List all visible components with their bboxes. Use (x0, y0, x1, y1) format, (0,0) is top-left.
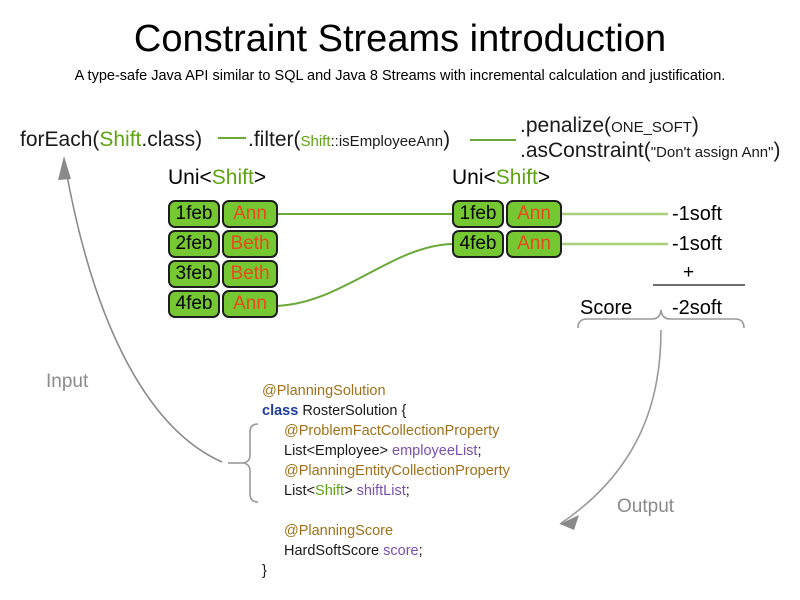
code-token: employeeList (392, 443, 478, 459)
shift-date-cell: 2feb (168, 230, 220, 258)
code-line: HardSoftScore score; (262, 541, 510, 561)
penalty-value-2: -1soft (672, 233, 723, 255)
shift-date-cell: 4feb (168, 290, 220, 318)
penalize-name: .penalize( (520, 114, 612, 137)
filter-tail: ) (443, 128, 451, 151)
code-token: class (262, 403, 303, 419)
code-token: > (344, 483, 357, 499)
code-fields-brace (242, 423, 259, 503)
score-brace (577, 309, 745, 329)
uni-right-suffix: > (537, 166, 551, 189)
code-token: ; (418, 543, 423, 559)
pipeline-stage-filter[interactable]: .filter(Shift::isEmployeeAnn) (248, 128, 450, 152)
uni-left-type: Shift (211, 166, 254, 189)
input-arrow (65, 169, 223, 463)
filter-name: .filter( (248, 128, 301, 151)
code-token: @ProblemFactCollectionProperty (284, 423, 500, 439)
page-subtitle: A type-safe Java API similar to SQL and … (74, 68, 726, 84)
input-arrowhead (58, 156, 71, 180)
penalty-value-1: -1soft (672, 203, 723, 225)
code-line: List<Shift> shiftList; (262, 481, 510, 501)
filter-arg-rest: ::isEmployeeAnn (330, 133, 444, 150)
filter-arg-type: Shift (300, 133, 331, 150)
shift-date-cell: 3feb (168, 260, 220, 288)
code-token (262, 503, 266, 519)
uni-caption-left: Uni<Shift> (168, 166, 266, 190)
code-token: ; (405, 483, 410, 499)
code-token: @PlanningEntityCollectionProperty (284, 463, 510, 479)
shift-date-cell: 1feb (452, 200, 504, 228)
uni-left-prefix: Uni< (168, 166, 212, 189)
score-operator: + (683, 262, 695, 283)
code-token: shiftList (356, 483, 406, 499)
java-code-block: @PlanningSolution class RosterSolution { @… (262, 381, 510, 581)
score-label: Score (580, 297, 633, 319)
score-total: -2soft (672, 297, 723, 319)
page-title: Constraint Streams introduction (133, 18, 667, 60)
shift-employee-cell: Beth (222, 260, 278, 288)
code-token: HardSoftScore (284, 543, 384, 559)
uni-caption-right: Uni<Shift> (452, 166, 550, 190)
code-line: @PlanningSolution (262, 381, 510, 401)
output-arrow (559, 329, 662, 525)
code-line: @PlanningEntityCollectionProperty (262, 461, 510, 481)
output-label: Output (617, 496, 675, 517)
foreach-tail: .class) (141, 128, 203, 151)
code-token: List<Employee> (284, 443, 393, 459)
penalize-arg: ONE_SOFT (611, 119, 692, 136)
penalize-tail: ) (691, 114, 699, 137)
shift-employee-cell: Ann (506, 200, 562, 228)
stream-line-row4 (271, 243, 453, 307)
code-line: class RosterSolution { (262, 401, 510, 421)
pipeline-stage-foreach[interactable]: forEach(Shift.class) (20, 128, 202, 152)
uni-right-prefix: Uni< (452, 166, 496, 189)
code-token: ; (477, 443, 482, 459)
shift-employee-cell: Ann (222, 290, 278, 318)
code-line: @ProblemFactCollectionProperty (262, 421, 510, 441)
as-constraint-arg: "Don't assign Ann" (650, 144, 774, 161)
code-line: @PlanningScore (262, 521, 510, 541)
as-constraint-name: .asConstraint( (520, 139, 651, 162)
pipeline-stage-penalize[interactable]: .penalize(ONE_SOFT) (520, 114, 699, 138)
uni-left-suffix: > (253, 166, 267, 189)
foreach-name: forEach( (20, 128, 100, 151)
code-line: List<Employee> employeeList; (262, 441, 510, 461)
shift-employee-cell: Ann (222, 200, 278, 228)
uni-right-type: Shift (495, 166, 538, 189)
code-token: } (262, 563, 267, 579)
shift-employee-cell: Ann (506, 230, 562, 258)
code-token: Shift (315, 483, 345, 499)
shift-date-cell: 1feb (168, 200, 220, 228)
code-token: RosterSolution { (302, 403, 407, 419)
output-arrowhead (560, 515, 579, 530)
code-token: @PlanningSolution (262, 383, 386, 399)
as-constraint-tail: ) (773, 139, 781, 162)
foreach-type: Shift (99, 128, 142, 151)
shift-employee-cell: Beth (222, 230, 278, 258)
code-token: score (383, 543, 419, 559)
code-token: List< (284, 483, 316, 499)
pipeline-stage-as-constraint[interactable]: .asConstraint("Don't assign Ann") (520, 139, 780, 163)
code-token: @PlanningScore (284, 523, 394, 539)
input-label: Input (46, 371, 89, 392)
shift-date-cell: 4feb (452, 230, 504, 258)
code-line (262, 501, 510, 521)
code-line: } (262, 561, 510, 581)
